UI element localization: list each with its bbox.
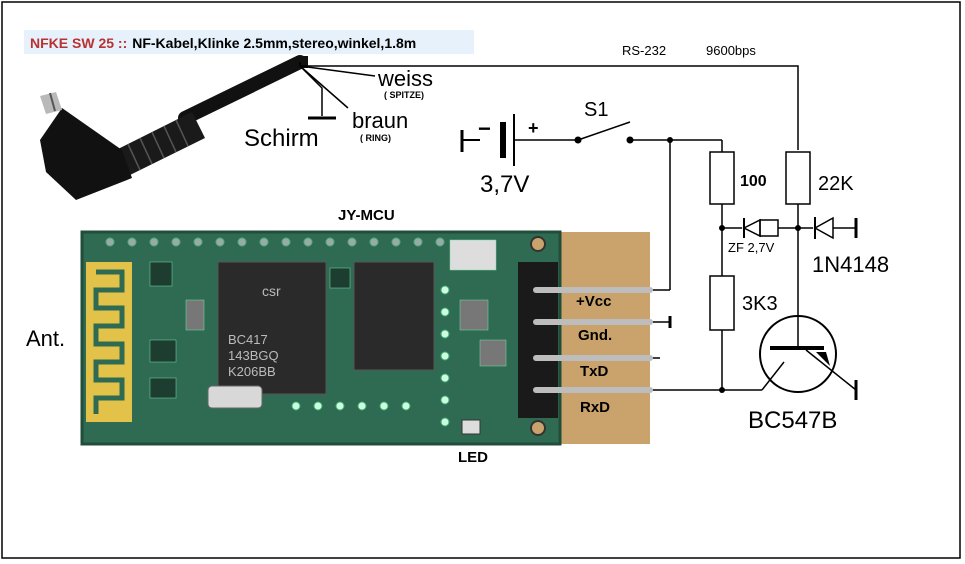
resistor-100-label: 100	[740, 173, 767, 190]
led-icon	[461, 419, 481, 435]
wire-weiss-label-lead	[299, 65, 376, 77]
header-prefix: NFKE SW 25 ::	[30, 35, 127, 51]
chip-brand-label: csr	[262, 283, 281, 299]
csr-chip	[217, 261, 327, 395]
chip-line1-label: BC417	[228, 332, 268, 347]
bluetooth-module: csr BC417 143BGQ K206BB	[80, 230, 653, 446]
braun-label: braun	[352, 108, 408, 133]
resistor-22k-label: 22K	[818, 173, 854, 195]
junction-dots	[667, 137, 801, 393]
header-text: NF-Kabel,Klinke 2.5mm,stereo,winkel,1.8m	[132, 35, 416, 51]
pin-vcc-label: +Vcc	[576, 293, 611, 310]
switch-icon	[574, 121, 634, 144]
battery-voltage-label: 3,7V	[480, 171, 529, 198]
transistor-icon	[759, 315, 858, 400]
diode-icon	[813, 216, 834, 240]
resistor-100-icon	[709, 151, 735, 205]
module-label: JY-MCU	[338, 207, 395, 224]
led-label: LED	[458, 449, 488, 466]
transistor-label: BC547B	[748, 407, 837, 434]
cable-wires	[299, 62, 799, 150]
antenna-label: Ant.	[26, 326, 65, 351]
flash-chip	[353, 261, 435, 371]
battery-icon	[460, 114, 578, 166]
battery-plus-label: +	[528, 118, 539, 138]
wire-weiss	[300, 65, 799, 150]
header-pins	[533, 287, 653, 393]
chip-line3-label: K206BB	[228, 364, 276, 379]
audio-plug-icon	[40, 55, 308, 200]
zener-diode-icon	[742, 218, 779, 238]
zener-label: ZF 2,7V	[728, 240, 775, 255]
resistor-3k3-label: 3K3	[742, 293, 778, 315]
switch-label: S1	[584, 99, 608, 121]
schirm-label: Schirm	[244, 125, 319, 152]
pin-gnd-label: Gnd.	[578, 327, 612, 344]
ring-label: ( RING)	[360, 133, 391, 143]
spitze-label: ( SPITZE)	[384, 90, 424, 100]
resistor-22k-icon	[785, 151, 811, 205]
pin-rxd-label: RxD	[580, 399, 610, 416]
crystal-icon	[207, 385, 263, 409]
header-title: NFKE SW 25 ::NF-Kabel,Klinke 2.5mm,stere…	[30, 35, 416, 51]
wire-schirm	[299, 65, 323, 116]
header-bar	[24, 30, 474, 54]
diode-label: 1N4148	[812, 252, 889, 277]
weiss-label: weiss	[377, 66, 433, 91]
pin-header	[518, 262, 558, 418]
pin-txd-label: TxD	[580, 363, 609, 380]
baud-label: 9600bps	[706, 43, 756, 58]
resistor-3k3-icon	[709, 275, 735, 331]
pin-pad-area	[560, 232, 650, 444]
chip-line2-label: 143BGQ	[228, 348, 279, 363]
rs232-label: RS-232	[622, 43, 666, 58]
battery-minus-label: −	[478, 116, 491, 141]
